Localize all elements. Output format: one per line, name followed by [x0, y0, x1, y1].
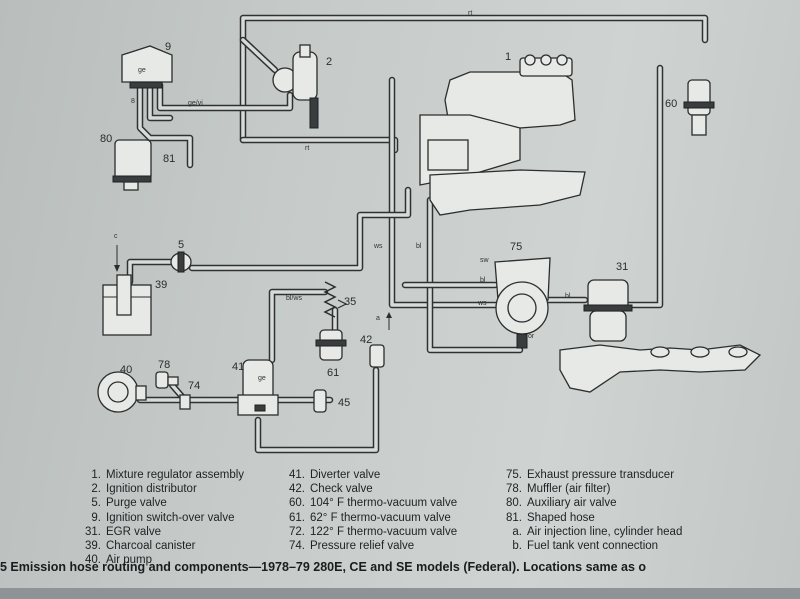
hose-color-labels: rt rt ge/vi ws bl bl/ws ws bl bl sw or g… — [114, 10, 571, 382]
legend-item: 1.Mixture regulator assembly — [91, 469, 245, 481]
callout-2: 2 — [326, 56, 332, 68]
callout-78: 78 — [158, 359, 170, 371]
thermo-vacuum-valve-62f — [315, 329, 347, 361]
legend-column-2: 41.Diverter valve 42.Check valve 60.104°… — [283, 468, 457, 553]
diverter-valve — [237, 359, 279, 416]
legend-item: 9.Ignition switch-over valve — [91, 511, 235, 524]
thermo-vacuum-valve-104f — [683, 79, 715, 136]
check-valve — [369, 312, 392, 368]
legend-item: 5.Purge valve — [91, 497, 167, 510]
legend-item: 31.EGR valve — [85, 525, 161, 538]
purge-valve — [170, 251, 192, 273]
emission-hose-diagram: ge — [97, 10, 762, 454]
hose-label-or: or — [528, 333, 535, 340]
callout-5: 5 — [178, 239, 184, 251]
hose-label-ws-left: ws — [373, 243, 383, 250]
hose-label-8: 8 — [131, 98, 135, 105]
air-injection-fitting — [313, 389, 327, 413]
callout-1: 1 — [505, 51, 511, 63]
ignition-switch-over-valve: ge — [121, 45, 173, 89]
legend-item: a.Air injection line, cylinder head — [512, 525, 683, 538]
exhaust-manifold — [559, 344, 762, 393]
callout-40: 40 — [120, 364, 132, 376]
muffler — [155, 371, 179, 389]
legend-item: 2.Ignition distributor — [91, 483, 197, 496]
hose-label-bl-right: bl — [480, 277, 486, 284]
part-number-callouts: 1 2 9 80 81 5 39 40 78 74 41 45 35 61 42… — [100, 41, 677, 409]
legend-item: 78.Muffler (air filter) — [506, 483, 611, 496]
egr-valve — [583, 279, 633, 342]
hose-label-bl-left: bl — [416, 243, 422, 250]
callout-60: 60 — [665, 98, 677, 110]
legend-item: 61.62° F thermo-vacuum valve — [289, 511, 451, 524]
legend-item: 41.Diverter valve — [289, 469, 381, 481]
legend-item: 81.Shaped hose — [506, 511, 595, 524]
callout-80: 80 — [100, 133, 112, 145]
legend-item: 40.Air pump — [85, 554, 153, 567]
callout-31: 31 — [616, 261, 628, 273]
ignition-distributor — [272, 44, 319, 129]
legend-column-1: 1.Mixture regulator assembly 2.Ignition … — [70, 468, 244, 567]
legend-item: 80.Auxiliary air valve — [506, 497, 617, 510]
legend-item: 60.104° F thermo-vacuum valve — [289, 497, 458, 510]
hose-label-ge-vi: ge/vi — [188, 100, 203, 107]
legend-item: 42.Check valve — [289, 483, 373, 496]
callout-81: 81 — [163, 153, 175, 165]
callout-9: 9 — [165, 41, 171, 53]
callout-41: 41 — [232, 361, 244, 373]
hose-label-a: a — [376, 315, 380, 322]
charcoal-canister — [102, 245, 152, 336]
mixture-regulator-assembly — [419, 54, 586, 216]
legend-item: 74.Pressure relief valve — [289, 540, 415, 553]
svg-text:ge: ge — [138, 67, 146, 74]
pressure-relief-valve — [179, 394, 191, 410]
hose-label-ge: ge — [258, 375, 266, 382]
hose-label-sw: sw — [480, 257, 490, 264]
vacuum-hose-spring — [323, 281, 348, 318]
callout-42: 42 — [360, 334, 372, 346]
callout-61: 61 — [327, 367, 339, 379]
air-pump — [97, 371, 147, 413]
callout-39: 39 — [155, 279, 167, 291]
legend-item: b.Fuel tank vent connection — [512, 540, 659, 553]
legend-column-3: 75.Exhaust pressure transducer 78.Muffle… — [500, 468, 682, 553]
legend-item: 75.Exhaust pressure transducer — [506, 469, 675, 481]
callout-75: 75 — [510, 241, 522, 253]
callout-45: 45 — [338, 397, 350, 409]
hose-label-rt-lower: rt — [305, 145, 309, 152]
auxiliary-air-valve — [112, 139, 152, 191]
legend-item: 72.122° F thermo-vacuum valve — [289, 525, 458, 538]
hose-label-c: c — [114, 233, 118, 240]
figure-caption: 5 Emission hose routing and components—1… — [0, 560, 647, 574]
callout-74: 74 — [188, 380, 200, 392]
hose-label-ws-right: ws — [477, 300, 487, 307]
page-edge — [0, 588, 800, 599]
hose-label-bl-ws: bl/ws — [286, 295, 302, 302]
hose-label-rt-top: rt — [468, 10, 472, 17]
exhaust-pressure-transducer — [494, 257, 551, 349]
hose-network — [126, 14, 709, 454]
callout-35: 35 — [344, 296, 356, 308]
hose-label-bl-egr: bl — [565, 293, 571, 300]
legend-item: 39.Charcoal canister — [85, 540, 196, 553]
